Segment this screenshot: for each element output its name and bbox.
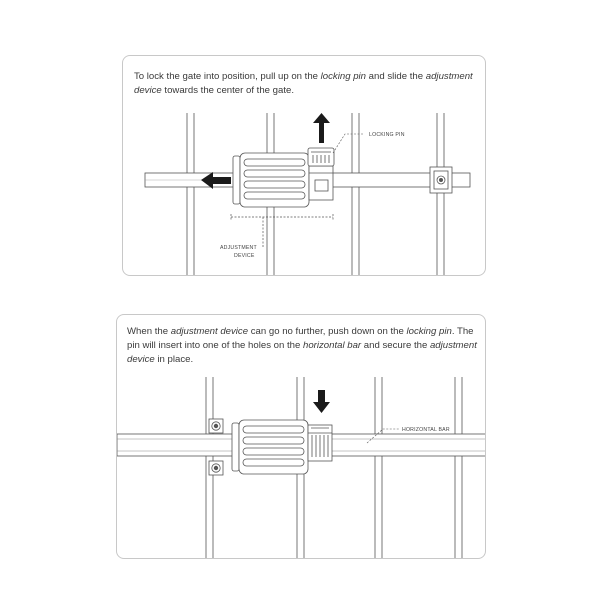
arrow-down-icon: [313, 390, 330, 413]
instruction-emphasis: adjustment device: [134, 71, 473, 96]
vertical-bar: [374, 377, 383, 558]
adjustment-device: [232, 147, 335, 208]
instruction-emphasis: horizontal bar: [303, 340, 362, 351]
instruction-emphasis: adjustment device: [127, 340, 477, 365]
instruction-text: can go no further, push down on the: [248, 326, 407, 337]
step-1-illustration: LOCKING PIN ADJUSTMENT DEVICE: [144, 113, 471, 275]
step-2-panel: When the adjustment device can go no fur…: [116, 314, 486, 559]
bolt-icon: [208, 460, 224, 476]
locking-pin: [311, 435, 329, 457]
vertical-bar: [351, 113, 360, 275]
instruction-text: To lock the gate into position, pull up …: [134, 71, 321, 82]
horizontal-bar-leader: [366, 428, 399, 444]
step-2-illustration: HORIZONTAL BAR: [117, 377, 485, 558]
bolt-icon: [208, 418, 224, 434]
instruction-text: and secure the: [361, 340, 430, 351]
bar-clamp: [429, 166, 453, 194]
locking-pin: [307, 147, 335, 167]
horizontal-bar-label: HORIZONTAL BAR: [402, 427, 450, 433]
adjustment-bracket: [230, 214, 334, 248]
step-1-panel: To lock the gate into position, pull up …: [122, 55, 486, 276]
vertical-bar: [454, 377, 463, 558]
instruction-text: . The pin will insert into one of the ho…: [127, 326, 474, 351]
instruction-emphasis: adjustment device: [170, 326, 249, 337]
arrow-up-icon: [313, 113, 330, 143]
instruction-text: and slide the: [366, 71, 426, 82]
instruction-text: When the: [127, 326, 171, 337]
instruction-emphasis: locking pin: [406, 326, 452, 337]
vertical-bar: [436, 113, 445, 275]
locking-pin-leader: [332, 133, 363, 154]
instruction-text: towards the center of the gate.: [161, 85, 294, 96]
adjustment-device: [231, 419, 333, 475]
step-2-instruction: When the adjustment device can go no fur…: [127, 325, 482, 367]
instruction-emphasis: locking pin: [320, 71, 367, 82]
instruction-text: in place.: [154, 354, 194, 365]
arrow-left-icon: [201, 172, 231, 189]
vertical-bar: [186, 113, 195, 275]
adjustment-device-label: ADJUSTMENT: [220, 245, 258, 251]
adjustment-device-label-2: DEVICE: [234, 253, 255, 259]
step-1-instruction: To lock the gate into position, pull up …: [134, 70, 479, 98]
locking-pin-label: LOCKING PIN: [369, 132, 405, 138]
